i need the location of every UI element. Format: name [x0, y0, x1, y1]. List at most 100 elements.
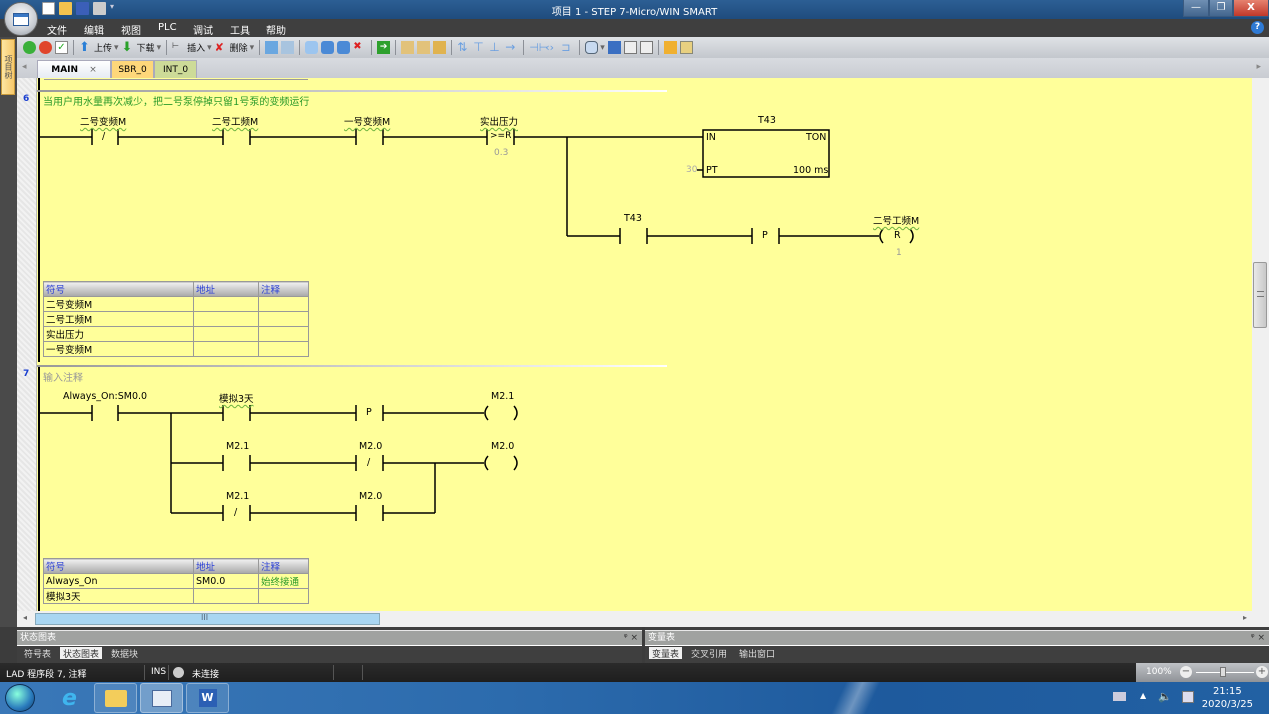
stop-button[interactable]: [39, 40, 52, 55]
bookmark-prev-button[interactable]: [281, 40, 295, 55]
new-icon[interactable]: [42, 2, 55, 15]
insert-right-line-button[interactable]: →: [505, 40, 518, 55]
toggle-bookmark-button[interactable]: [305, 40, 319, 55]
contact-label[interactable]: M2.1: [226, 491, 250, 502]
horizontal-scrollbar[interactable]: ◂ III ▸: [17, 611, 1269, 627]
project-tree-tab[interactable]: 项目树: [1, 39, 15, 95]
compare-operand[interactable]: 0.3: [494, 148, 509, 158]
goto-button[interactable]: ➔: [377, 40, 391, 55]
scroll-right-icon[interactable]: ▸: [1242, 613, 1247, 622]
coil-label[interactable]: M2.1: [491, 391, 515, 402]
upload-button[interactable]: ⬆上传▾: [79, 40, 119, 55]
save-icon[interactable]: [76, 2, 89, 15]
properties-button[interactable]: [679, 40, 693, 55]
volume-icon[interactable]: 🔈: [1158, 690, 1172, 703]
contact-label[interactable]: 二号工频M: [212, 117, 259, 128]
edit-comment-button[interactable]: [623, 40, 637, 55]
vertical-scrollbar[interactable]: [1252, 78, 1269, 611]
compile-button[interactable]: ✓: [55, 40, 68, 55]
insert-contact-button[interactable]: ⊣⊢: [529, 40, 548, 55]
minimize-button[interactable]: —: [1183, 0, 1209, 17]
delete-button[interactable]: ✘删除▾: [214, 41, 255, 54]
coil-label[interactable]: M2.0: [491, 441, 515, 452]
insert-coil-button[interactable]: ‹›: [545, 40, 558, 55]
network-comment[interactable]: 输入注释: [43, 373, 83, 384]
next-bookmark-button[interactable]: [337, 40, 351, 55]
pou-protect-button[interactable]: [663, 40, 677, 55]
network-icon[interactable]: [1182, 691, 1194, 703]
contact-label[interactable]: 模拟3天: [219, 394, 254, 405]
taskbar-word[interactable]: W: [186, 683, 229, 713]
tab-main[interactable]: MAIN ×: [37, 60, 111, 78]
lock-button[interactable]: [401, 40, 415, 55]
panel-tab-cross-reference[interactable]: 交叉引用: [691, 650, 728, 659]
panel-tab-data-block[interactable]: 数据块: [111, 650, 139, 659]
compare-label[interactable]: 实出压力: [480, 117, 519, 128]
close-button[interactable]: X: [1233, 0, 1269, 17]
help-icon[interactable]: ?: [1251, 21, 1264, 34]
qat-dropdown-icon[interactable]: ▾: [110, 2, 115, 11]
network-number[interactable]: 7: [23, 369, 30, 379]
taskbar-ie[interactable]: e: [48, 683, 91, 713]
network-comment[interactable]: 当用户用水量再次减少，把二号泵停掉只留1号泵的变频运行: [43, 97, 310, 108]
insert-box-button[interactable]: ⊐: [561, 40, 574, 55]
scroll-left-icon[interactable]: ◂: [23, 613, 28, 622]
tab-close-icon[interactable]: ×: [89, 65, 97, 75]
taskbar-explorer[interactable]: [94, 683, 137, 713]
panel-tab-variable-table[interactable]: 变量表: [649, 647, 683, 659]
contact-label[interactable]: M2.0: [359, 491, 383, 502]
run-button[interactable]: [23, 40, 36, 55]
zoom-slider-thumb[interactable]: [1220, 667, 1226, 677]
ladder-editor[interactable]: 6 当用户用水量再次减少，把二号泵停掉只留1号泵的变频运行: [17, 78, 1252, 611]
tab-scroll-left-icon[interactable]: ◂: [22, 62, 27, 72]
vertical-scroll-thumb[interactable]: [1253, 262, 1267, 328]
insert-button[interactable]: ⊢插入▾: [172, 41, 212, 54]
panel-tab-output-window[interactable]: 输出窗口: [739, 650, 776, 659]
bookmark-next-button[interactable]: [265, 40, 279, 55]
prev-bookmark-button[interactable]: [321, 40, 335, 55]
open-icon[interactable]: [59, 2, 72, 15]
timer-pt-value[interactable]: 30: [686, 165, 698, 175]
contact-label[interactable]: T43: [624, 213, 642, 224]
menu-tools[interactable]: 工具: [230, 26, 250, 37]
print-icon[interactable]: [93, 2, 106, 15]
start-button[interactable]: [5, 684, 35, 712]
network-comment-button[interactable]: [639, 40, 653, 55]
taskbar-step7[interactable]: [140, 683, 183, 713]
menu-plc[interactable]: PLC: [158, 22, 177, 33]
tab-scroll-right-icon[interactable]: ▸: [1256, 62, 1261, 72]
insert-up-line-button[interactable]: ⊥: [489, 40, 502, 55]
panel-pin-close-icon[interactable]: ᵠ ×: [1250, 633, 1265, 643]
lock-all-button[interactable]: [433, 40, 447, 55]
show-hidden-icons[interactable]: ▲: [1140, 691, 1147, 700]
tab-sbr0[interactable]: SBR_0: [111, 60, 154, 78]
menu-help[interactable]: 帮助: [266, 26, 286, 37]
restore-button[interactable]: ❐: [1209, 0, 1233, 17]
download-button[interactable]: ⬇下载▾: [121, 40, 162, 55]
timer-name[interactable]: T43: [758, 115, 776, 126]
menu-edit[interactable]: 编辑: [84, 26, 104, 37]
panel-tab-symbol-table[interactable]: 符号表: [24, 650, 52, 659]
menu-debug[interactable]: 调试: [193, 26, 213, 37]
contact-label[interactable]: 一号变频M: [344, 117, 391, 128]
insert-down-line-button[interactable]: ⊤: [473, 40, 486, 55]
contact-label[interactable]: Always_On:SM0.0: [63, 391, 148, 402]
network-number[interactable]: 6: [23, 94, 30, 104]
panel-pin-close-icon[interactable]: ᵠ ×: [623, 633, 638, 643]
horizontal-scroll-thumb[interactable]: III: [35, 613, 380, 625]
menu-file[interactable]: 文件: [47, 26, 67, 37]
menu-view[interactable]: 视图: [121, 26, 141, 37]
zoom-out-icon[interactable]: −: [1180, 666, 1192, 678]
insert-branch-button[interactable]: ⇅: [457, 40, 470, 55]
keyboard-icon[interactable]: [1113, 692, 1126, 701]
application-button[interactable]: [4, 2, 38, 36]
contact-label[interactable]: M2.1: [226, 441, 250, 452]
panel-tab-status-chart[interactable]: 状态图表: [60, 647, 103, 659]
symbol-display-button[interactable]: ▾: [585, 40, 605, 55]
tab-int0[interactable]: INT_0: [154, 60, 197, 78]
clear-bookmarks-button[interactable]: ✖: [353, 40, 366, 55]
coil-label[interactable]: 二号工频M: [873, 216, 920, 227]
unlock-button[interactable]: [417, 40, 431, 55]
contact-label[interactable]: M2.0: [359, 441, 383, 452]
system-clock[interactable]: 21:15 2020/3/25: [1202, 685, 1253, 711]
